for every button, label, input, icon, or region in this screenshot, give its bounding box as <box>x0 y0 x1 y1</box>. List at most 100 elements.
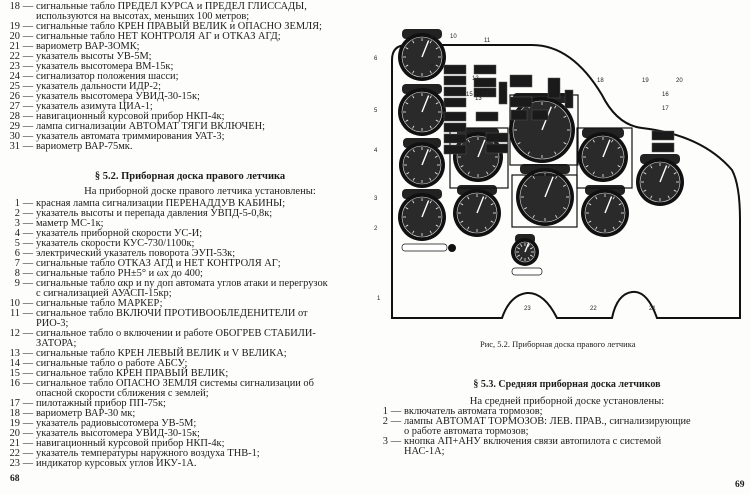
figure-callout: 5 <box>374 108 378 114</box>
gauge-tick <box>643 189 647 192</box>
gauge-tick <box>467 196 470 200</box>
gauge-tick <box>412 70 415 74</box>
gauge-tick <box>520 256 523 260</box>
gauge-needle <box>476 196 485 214</box>
dash-separator: — <box>22 278 34 289</box>
list-item: 3—маметр МС-1к; <box>4 218 328 229</box>
gauge-tick <box>434 155 438 158</box>
signal-tablo <box>473 64 497 75</box>
gauge-tick <box>435 102 439 105</box>
item-number: 16 <box>9 378 20 389</box>
gauge-tick <box>527 244 530 248</box>
switch-block <box>510 109 528 121</box>
list-item: 1—включатель автомата тормозов; <box>372 406 691 417</box>
gauge-tick <box>611 139 614 143</box>
list-item: 31—вариометр ВАР-75мк. <box>4 141 322 152</box>
gauge-tick <box>429 95 432 99</box>
dash-separator: — <box>22 438 34 449</box>
dash-separator: — <box>22 228 34 239</box>
gauge-tick <box>429 177 432 181</box>
gauge-tick <box>588 203 592 206</box>
figure-callout: 1 <box>377 296 381 302</box>
gauge-tick <box>555 176 558 180</box>
figure-callout: 4 <box>374 148 378 154</box>
signal-tablo <box>443 111 467 122</box>
item-number: 2 <box>382 416 388 427</box>
figure-callout: 18 <box>597 78 604 84</box>
dash-separator: — <box>22 91 34 102</box>
dash-separator: — <box>22 121 34 132</box>
gauge-tick <box>460 203 464 206</box>
instrument-list-center: 1—включатель автомата тормозов;2—лампы А… <box>372 406 691 457</box>
figure-callout: 15 <box>466 92 473 98</box>
item-text: индикатор курсовых углов ИКУ-1А. <box>36 458 197 469</box>
list-item-continuation: о работе автомата тормозов; <box>372 426 691 437</box>
dash-separator: — <box>22 21 34 32</box>
gauge-tick <box>562 207 566 210</box>
list-item-continuation: опасной скорости сближения с землей; <box>4 388 328 399</box>
gauge-tick <box>412 177 415 181</box>
list-item: 25—указатель дальности ИДР-2; <box>4 81 322 92</box>
item-number: 26 <box>9 91 20 102</box>
item-number: 3 <box>382 436 388 447</box>
gauge-tick <box>529 254 533 257</box>
gauge-tick <box>434 172 438 175</box>
dash-separator: — <box>390 406 402 417</box>
item-number: 27 <box>9 101 20 112</box>
list-item: 22—указатель температуры наружного возду… <box>4 448 328 459</box>
item-text: указатель дальности ИДР-2; <box>36 81 161 92</box>
figure-callout: 22 <box>590 306 597 312</box>
gauge-tick <box>405 119 409 122</box>
subpanel-frame <box>449 127 509 189</box>
dash-separator: — <box>22 328 34 339</box>
switch-block <box>509 96 533 108</box>
signal-tablo <box>443 122 467 133</box>
dash-separator: — <box>22 111 34 122</box>
switch-block <box>564 89 574 109</box>
gauge-needle <box>421 40 430 58</box>
item-number: 7 <box>14 258 20 269</box>
signal-tablo <box>651 142 675 153</box>
item-text: вариометр ВАР-30 мк; <box>36 408 136 419</box>
item-text: включатель автомата тормозов; <box>404 406 543 417</box>
gauge-tick <box>484 196 487 200</box>
gauge-tick <box>595 226 598 230</box>
item-text: сигнальное табло ВКЛЮЧИ ПРОТИВООБЛЕДЕНИТ… <box>36 308 308 319</box>
item-number: 22 <box>9 448 20 459</box>
list-item: 7—сигнальные табло ОТКАЗ АГД и НЕТ КОНТР… <box>4 258 328 269</box>
item-text: указатель скорости КУС-730/1100к; <box>36 238 195 249</box>
item-text: сигнализатор положения шасси; <box>36 71 179 82</box>
switch-block <box>547 77 561 99</box>
gauge-tick <box>585 146 589 149</box>
gauge-tick <box>412 125 415 129</box>
item-number: 11 <box>9 308 20 319</box>
gauge-needle <box>659 165 668 183</box>
list-item: 24—сигнализатор положения шасси; <box>4 71 322 82</box>
page-number: 69 <box>735 480 745 490</box>
figure-callout: 3 <box>374 196 378 202</box>
gauge-tick <box>435 47 439 50</box>
gauge-needle <box>421 148 429 166</box>
label-plate <box>511 267 543 276</box>
item-number: 12 <box>9 328 20 339</box>
figure-caption: Рис, 5.2. Приборная доска правого летчик… <box>480 339 636 349</box>
signal-tablo <box>443 144 467 155</box>
list-item: 2—лампы АВТОМАТ ТОРМОЗОВ: ЛЕВ. ПРАВ., си… <box>372 416 691 427</box>
dash-separator: — <box>22 458 34 469</box>
item-number: 31 <box>9 141 20 152</box>
panel-outline <box>391 44 741 319</box>
subpanel-frame <box>576 127 633 189</box>
item-text: указатель высотомера УВИД-30-15к; <box>36 91 200 102</box>
item-number: 29 <box>9 121 20 132</box>
item-text: сигнальные табло о работе АБСУ; <box>36 358 188 369</box>
item-text: сигнальное табло ОПАСНО ЗЕМЛЯ системы си… <box>36 378 314 389</box>
item-number: 19 <box>9 21 20 32</box>
gauge-tick <box>585 165 589 168</box>
section-heading-5-3: § 5.3. Средняя приборная доска летчиков <box>473 379 661 390</box>
figure-callout: 12 <box>472 76 479 82</box>
signal-tablo <box>473 87 497 98</box>
figure-callout: 20 <box>676 78 683 84</box>
gauge-tick <box>405 102 409 105</box>
